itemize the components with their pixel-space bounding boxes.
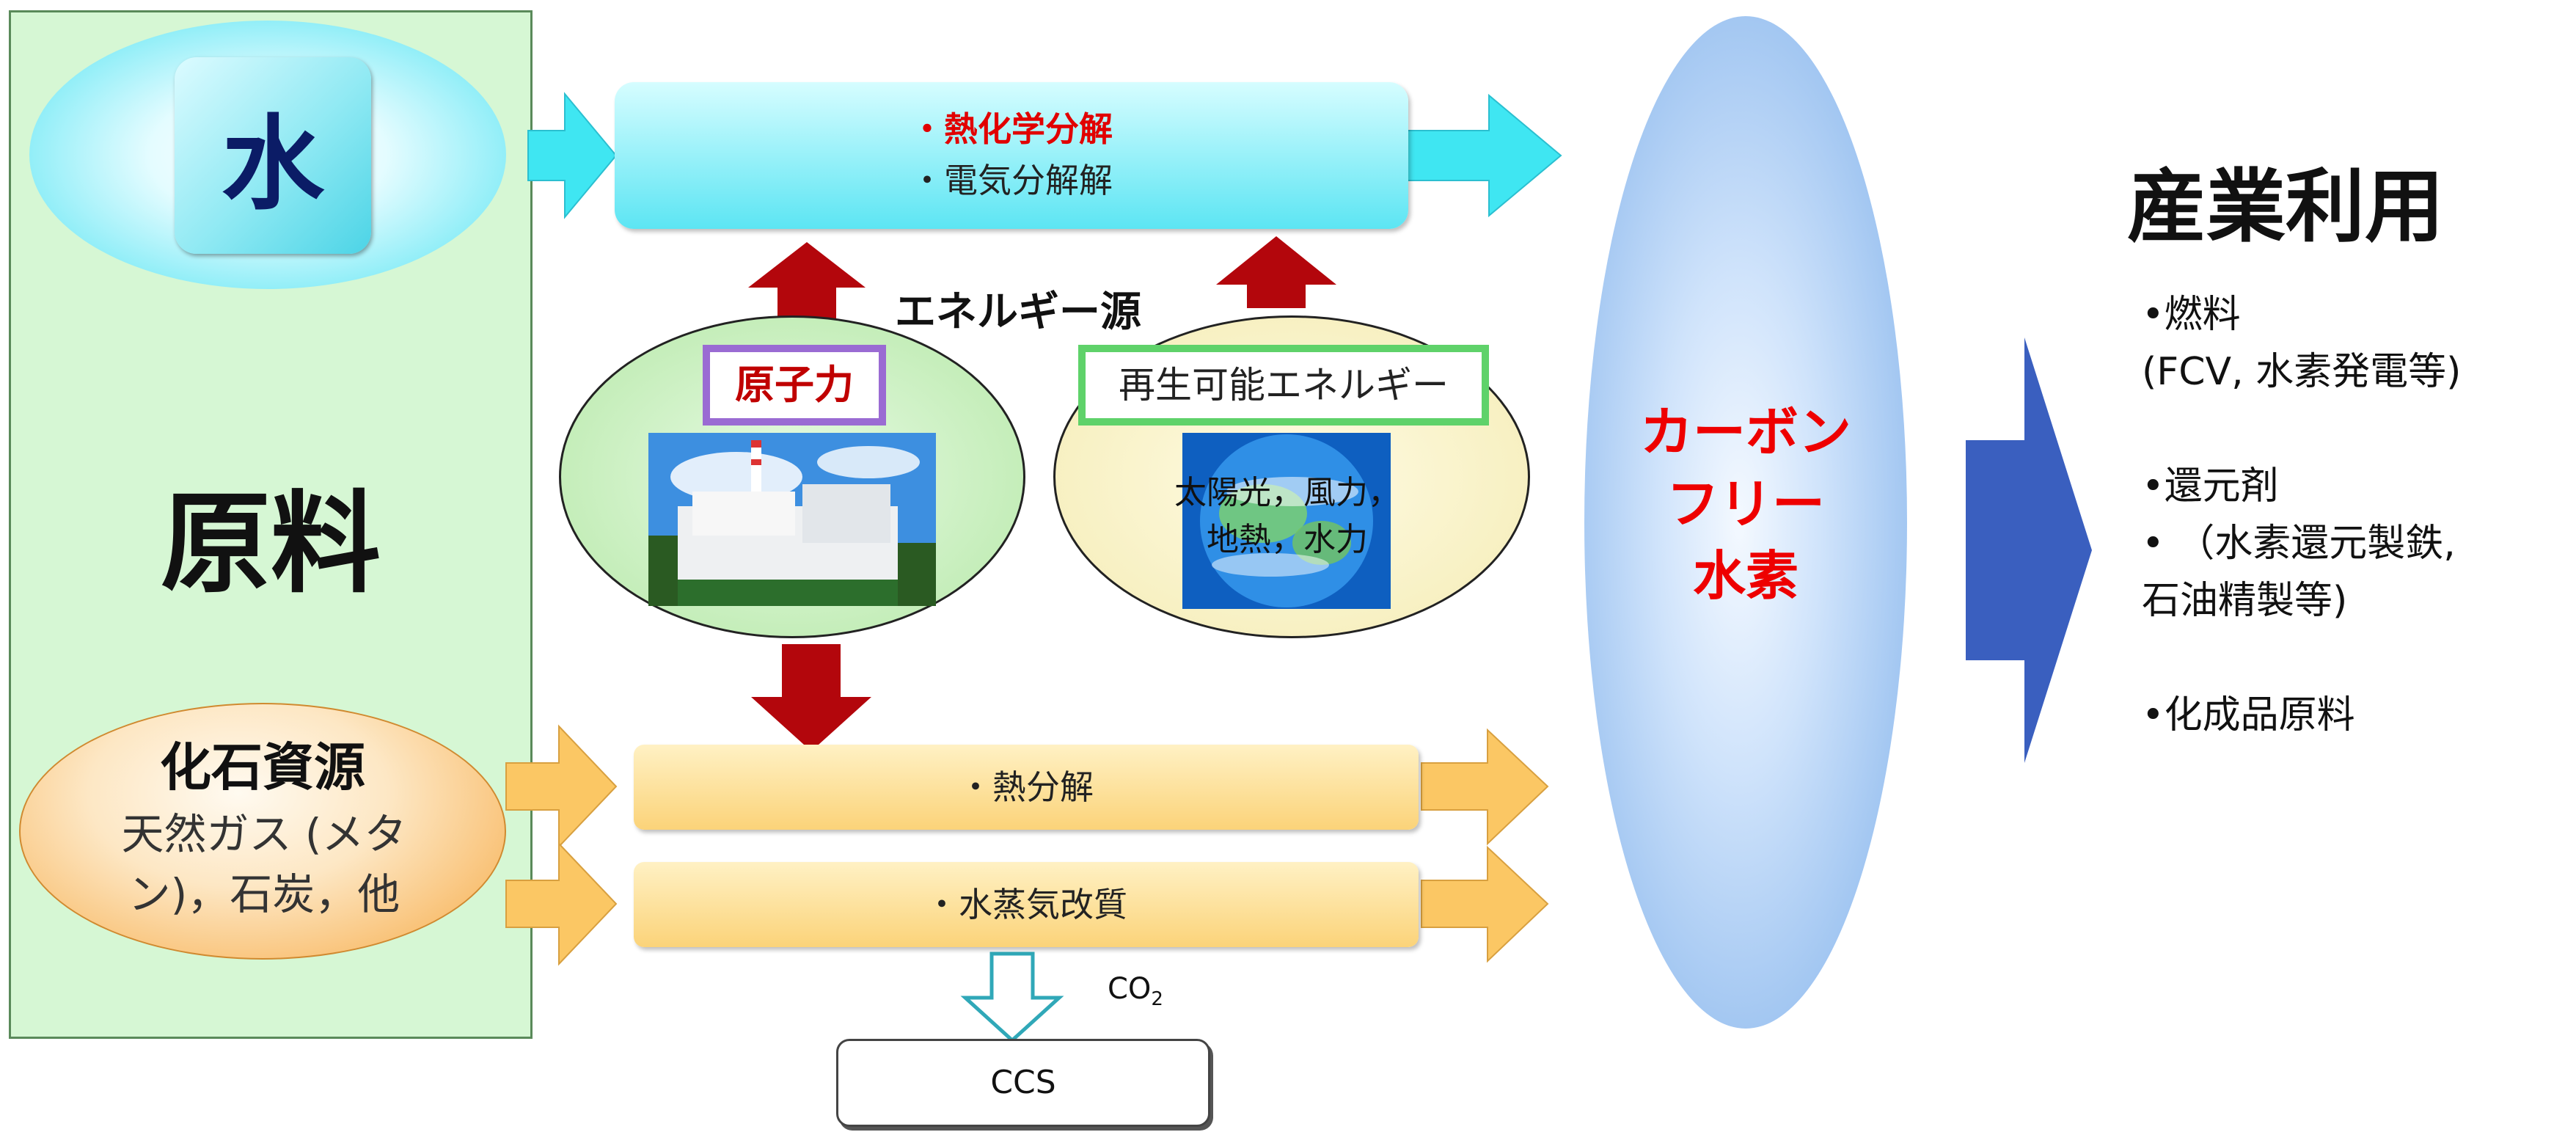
water-label: 水 xyxy=(175,57,371,254)
orange-arrow-right-low xyxy=(1421,845,1549,963)
industry-item: •化成品原料 xyxy=(2142,693,2355,737)
energy-sources-title: エネルギー源 xyxy=(895,288,1141,336)
carbon-free-hydrogen-label: カーボン フリー 水素 xyxy=(1584,396,1907,612)
fossil-resources-ellipse xyxy=(19,703,506,960)
orange-arrow-right-mid xyxy=(1421,728,1549,846)
renewable-label: 再生可能エネルギー xyxy=(1078,345,1489,426)
nuclear-label: 原子力 xyxy=(703,345,886,426)
fossil-resources-title: 化石資源 xyxy=(160,737,365,797)
industry-item-spacer xyxy=(2142,401,2461,458)
industry-item: • （水素還元製鉄, xyxy=(2142,522,2456,566)
nuclear-plant-image xyxy=(648,433,936,606)
industry-item: •燃料 xyxy=(2142,293,2241,337)
renewable-line1: 太陽光，風力， xyxy=(1174,474,1400,511)
blue-arrow-industry xyxy=(1966,337,2092,763)
red-arrow-down-nuclear xyxy=(751,644,871,751)
renewable-line2: 地熱，水力 xyxy=(1207,521,1368,558)
fossil-resources-detail: 天然ガス (メタ ン)，石炭，他 xyxy=(66,804,462,924)
earth-image xyxy=(1182,433,1391,609)
industrial-use-title: 産業利用 xyxy=(2127,161,2445,253)
orange-arrow-left-mid xyxy=(505,724,618,849)
orange-arrow-left-low xyxy=(505,841,618,966)
co2-subscript: 2 xyxy=(1151,988,1163,1010)
carbon-free-line2: フリー xyxy=(1666,473,1825,535)
industry-item-spacer xyxy=(2142,629,2461,687)
industry-item: •還元剤 xyxy=(2142,464,2279,508)
red-arrow-up-nuclear xyxy=(748,242,866,323)
co2-down-arrow xyxy=(960,952,1064,1043)
electrolysis: ・電気分解解 xyxy=(910,161,1113,200)
carbon-free-line3: 水素 xyxy=(1692,545,1799,607)
industry-item: (FCV, 水素発電等) xyxy=(2142,350,2462,394)
water-process-box xyxy=(615,82,1408,229)
co2-label: CO2 xyxy=(1108,972,1163,1010)
raw-materials-label: 原料 xyxy=(160,481,381,608)
carbon-free-hydrogen-ellipse xyxy=(1584,16,1907,1029)
renewable-sources-text: 太陽光，風力， 地熱，水力 xyxy=(1174,470,1401,563)
thermochemical-decomposition: ・熱化学分解 xyxy=(910,109,1113,149)
co2-main: CO xyxy=(1108,972,1152,1006)
industrial-use-list: •燃料 (FCV, 水素発電等) •還元剤 • （水素還元製鉄, 石油精製等) … xyxy=(2142,286,2461,744)
pyrolysis-box: ・熱分解 xyxy=(634,745,1419,830)
carbon-free-line1: カーボン xyxy=(1639,401,1851,463)
cyan-arrow-left xyxy=(527,92,618,219)
fossil-detail-line1: 天然ガス (メタ xyxy=(121,809,407,859)
fossil-detail-line2: ン)，石炭，他 xyxy=(128,869,400,919)
cyan-arrow-right xyxy=(1406,93,1562,218)
steam-reforming-box: ・水蒸気改質 xyxy=(634,862,1419,947)
ccs-box: CCS xyxy=(836,1039,1210,1127)
red-arrow-up-renewable xyxy=(1216,236,1336,308)
industry-item: 石油精製等) xyxy=(2142,579,2348,623)
